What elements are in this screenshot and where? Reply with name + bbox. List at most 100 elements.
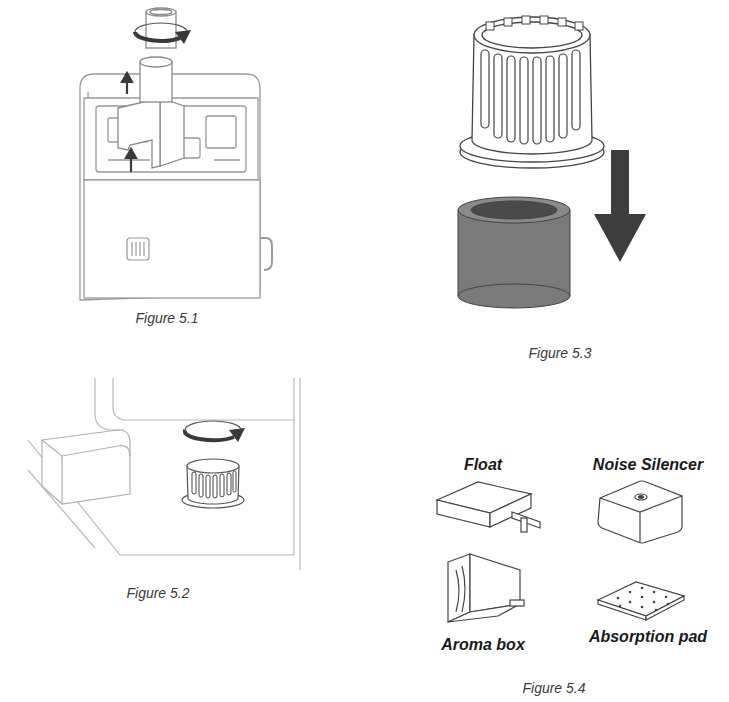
filter-cap	[482, 22, 582, 48]
part-name: Noise Silencer	[593, 455, 703, 474]
filter-cap	[522, 16, 530, 24]
tray-interior	[95, 378, 124, 430]
water-cap	[192, 471, 236, 498]
absorption-pad-part	[641, 596, 644, 599]
float-part	[437, 500, 490, 527]
filter-cap	[481, 50, 580, 144]
noise-silencer-part	[635, 494, 647, 500]
power-cord	[260, 238, 272, 270]
rotation-arrow	[135, 23, 191, 44]
water-cap	[192, 472, 196, 494]
tray-step-block	[42, 440, 62, 504]
absorption-pad-part	[646, 596, 684, 620]
water-cap	[206, 475, 210, 498]
absorption-pad-part	[617, 587, 670, 612]
rotation-arrow	[135, 23, 187, 32]
figure-caption: Figure 5.4	[522, 680, 585, 697]
absorption-pad-part	[641, 606, 644, 609]
humidifier-tray	[84, 180, 260, 298]
aroma-box-part	[448, 554, 524, 622]
humidifier-vent	[127, 238, 149, 260]
figure-caption: Figure 5.1	[135, 310, 198, 327]
water-cap	[213, 475, 217, 498]
part-name: Absorption pad	[589, 627, 707, 646]
tray-step-block	[42, 430, 130, 504]
tray-interior	[299, 378, 300, 570]
part-name: Aroma box	[441, 635, 525, 654]
filter-sponge	[471, 201, 557, 219]
water-cap	[199, 474, 203, 497]
down-arrow	[594, 214, 646, 262]
absorption-pad-part	[629, 601, 632, 604]
mist-chute	[140, 62, 172, 102]
filter-cap	[507, 56, 515, 142]
absorption-pad-part	[653, 591, 656, 594]
humidifier-tray	[206, 116, 236, 148]
humidifier-vent	[132, 242, 144, 256]
filter-cap	[575, 22, 583, 30]
filter-cap	[504, 18, 512, 26]
absorption-pad-part	[619, 605, 622, 608]
noise-silencer-part	[598, 481, 682, 543]
power-cord	[260, 238, 272, 270]
filter-cap	[486, 16, 583, 30]
tray-interior	[28, 378, 300, 570]
mist-chute	[118, 98, 160, 168]
float-part	[437, 482, 540, 532]
absorption-pad-part	[641, 587, 644, 590]
lift-arrow	[122, 73, 136, 172]
humidifier-tray	[84, 98, 258, 180]
filter-cap	[486, 22, 494, 30]
rotation-arrow	[185, 430, 234, 440]
down-arrow	[594, 150, 646, 262]
filter-sponge	[458, 284, 570, 308]
nozzle	[146, 8, 176, 16]
water-cap	[182, 459, 244, 508]
rotation-arrow	[135, 32, 180, 41]
absorption-pad-part	[667, 603, 670, 606]
aroma-box-part	[456, 566, 465, 612]
filter-cap	[481, 50, 489, 128]
absorption-pad-part	[655, 609, 658, 612]
noise-silencer-part	[598, 481, 682, 543]
absorption-pad-part	[598, 582, 684, 620]
absorption-pad-part	[629, 591, 632, 594]
absorption-pad-part	[617, 597, 620, 600]
noise-silencer-part	[600, 496, 682, 542]
humidifier-back-panel	[80, 74, 260, 300]
float-part	[521, 518, 527, 532]
tray-interior	[293, 378, 294, 555]
water-cap	[227, 473, 231, 495]
rotation-arrow	[185, 421, 245, 442]
figure-caption: Figure 5.2	[126, 585, 189, 602]
aroma-box-part	[448, 604, 520, 622]
filter-cap	[460, 16, 604, 168]
filter-cap	[572, 50, 580, 130]
absorption-pad-part	[653, 601, 656, 604]
down-arrow	[611, 150, 629, 216]
figure-caption: Figure 5.3	[528, 345, 591, 362]
filter-cap	[540, 16, 548, 24]
filter-cap	[558, 18, 566, 26]
absorption-pad-part	[665, 596, 668, 599]
humidifier-vent	[127, 238, 149, 260]
rotation-arrow	[185, 421, 241, 430]
rotation-arrow	[229, 428, 245, 442]
filter-cap	[494, 54, 502, 138]
filter-sponge	[458, 197, 570, 223]
aroma-box-part	[510, 600, 524, 606]
tray-step-block	[42, 430, 130, 504]
water-cap	[187, 459, 239, 473]
humidifier-tray	[84, 98, 260, 298]
water-cap	[233, 471, 236, 492]
lift-arrow	[126, 149, 136, 158]
absorption-pad-part	[598, 600, 646, 620]
water-cap	[220, 474, 224, 497]
humidifier-back-panel	[80, 74, 260, 300]
noise-silencer-part	[639, 496, 644, 499]
lift-arrow	[122, 73, 132, 82]
nozzle	[150, 10, 172, 15]
tray-interior	[113, 378, 294, 420]
rotation-arrow	[175, 30, 191, 44]
